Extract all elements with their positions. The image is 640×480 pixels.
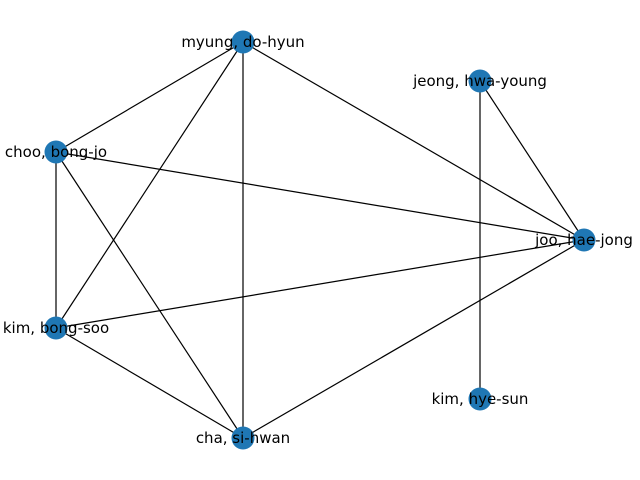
node-choo <box>44 140 68 164</box>
edge-choo-cha <box>55 151 244 439</box>
node-myung <box>231 30 255 54</box>
node-kimhs <box>468 387 492 411</box>
edges-layer <box>55 41 585 439</box>
node-jeong <box>468 69 492 93</box>
node-label-kimhs: kim, hye-sun <box>432 390 529 408</box>
edge-myung-joo <box>242 41 585 241</box>
node-kimbs <box>44 316 68 340</box>
edge-kimbs-cha <box>55 327 244 439</box>
node-label-cha: cha, si-hwan <box>196 429 290 447</box>
edge-myung-kimbs <box>55 41 244 329</box>
edge-myung-choo <box>55 41 244 153</box>
node-label-joo: joo, hae-jong <box>534 231 633 249</box>
node-joo <box>572 228 596 252</box>
edge-kimbs-joo <box>55 239 585 329</box>
node-label-kimbs: kim, bong-soo <box>3 319 109 337</box>
edge-cha-joo <box>242 239 585 439</box>
edge-jeong-joo <box>479 80 585 241</box>
node-label-jeong: jeong, hwa-young <box>412 72 547 90</box>
edge-choo-joo <box>55 151 585 241</box>
node-label-myung: myung, do-hyun <box>181 33 304 51</box>
node-label-choo: choo, bong-jo <box>5 143 107 161</box>
nodes-layer <box>44 30 596 450</box>
node-cha <box>231 426 255 450</box>
labels-layer: myung, do-hyun jeong, hwa-young choo, bong… <box>3 33 633 447</box>
